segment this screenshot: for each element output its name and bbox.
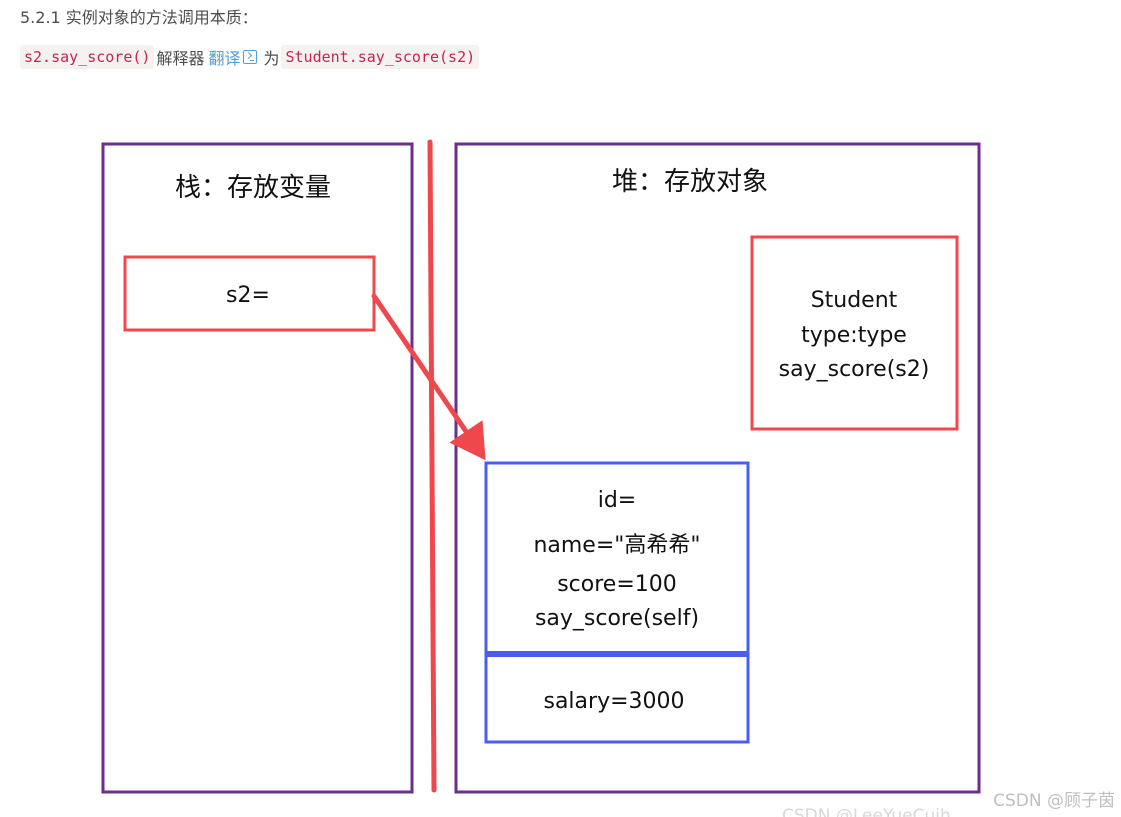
- class-type-label: type:type: [801, 323, 907, 348]
- stack-var-label: s2=: [226, 283, 270, 308]
- stack-title: 栈：存放变量: [175, 173, 331, 203]
- class-object-box: [750, 235, 959, 431]
- salary-label: salary=3000: [543, 689, 684, 714]
- translate-icon[interactable]: [243, 50, 258, 64]
- code-call: s2.say_score(): [20, 45, 155, 69]
- instance-method-label: say_score(self): [535, 606, 699, 631]
- instance-id-label: id=: [598, 488, 637, 513]
- translate-link[interactable]: 翻译: [208, 49, 241, 68]
- instance-score-label: score=100: [557, 572, 677, 597]
- heap-title: 堆：存放对象: [612, 167, 768, 197]
- section-heading: 5.2.1 实例对象的方法调用本质：: [20, 8, 258, 27]
- heap-frame: [454, 142, 981, 794]
- class-method-label: say_score(s2): [779, 357, 930, 382]
- csdn-watermark: CSDN @顾子茵: [993, 791, 1115, 811]
- stack-frame: [101, 142, 414, 794]
- reference-arrow: [371, 293, 486, 461]
- class-name-label: Student: [811, 288, 898, 313]
- csdn-watermark-cropped: CSDN @LeeYueCuih: [782, 806, 951, 817]
- description-line: s2.say_score() 解释器 翻译 为 Student.say_scor…: [20, 44, 480, 70]
- instance-name-label: name="高希希": [533, 533, 700, 558]
- code-result: Student.say_score(s2): [281, 45, 480, 69]
- salary-box: [484, 653, 750, 744]
- text-interpreter: 解释器: [156, 49, 205, 68]
- stack-var-box: [123, 255, 376, 332]
- divider-line: [427, 139, 437, 793]
- instance-object-box: [484, 461, 750, 655]
- text-as: 为: [263, 49, 280, 68]
